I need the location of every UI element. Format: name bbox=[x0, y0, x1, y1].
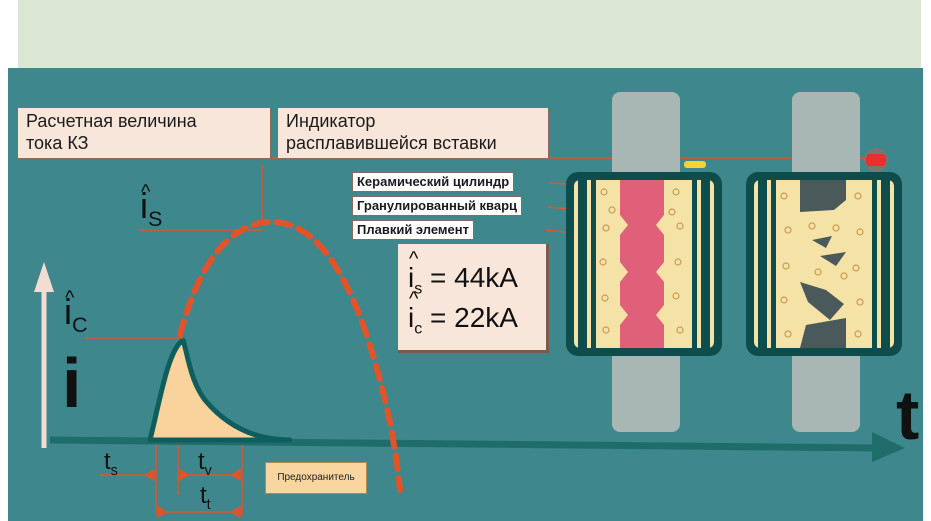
formula-is: is = 44kA bbox=[408, 248, 518, 299]
formula-box: is = 44kA ic = 22kA bbox=[398, 244, 549, 353]
ic-sub: c bbox=[414, 320, 423, 338]
ic-value: = 22kA bbox=[422, 302, 518, 333]
fuse-tag: Предохранитель bbox=[265, 462, 367, 494]
calc-current-line2: тока КЗ bbox=[26, 133, 89, 153]
ts-label: ts bbox=[104, 448, 118, 479]
is-peak-sub: S bbox=[148, 206, 163, 232]
quartz-label: Гранулированный кварц bbox=[352, 196, 523, 216]
tv-label: tv bbox=[198, 448, 212, 479]
fuse-element-intact bbox=[620, 180, 664, 348]
indicator-line2: расплавившейся вставки bbox=[286, 133, 497, 153]
fuse-intact bbox=[566, 92, 722, 432]
tv-symbol: t bbox=[198, 448, 205, 475]
ts-sub: s bbox=[110, 462, 118, 479]
y-axis-label: i bbox=[62, 344, 82, 422]
is-peak-symbol: i bbox=[140, 174, 150, 224]
tt-sub: t bbox=[206, 496, 211, 513]
ceramic-label: Керамический цилиндр bbox=[352, 172, 515, 192]
y-axis-arrow bbox=[34, 262, 54, 448]
indicator-line1: Индикатор bbox=[286, 111, 376, 131]
time-markers bbox=[100, 445, 243, 519]
tt-label: tt bbox=[200, 482, 211, 513]
limited-current-area bbox=[147, 337, 293, 443]
ic-peak-symbol: i bbox=[64, 280, 74, 330]
ic-peak-label: iC bbox=[64, 280, 88, 343]
indicator-off bbox=[684, 161, 706, 168]
fuse-element-label: Плавкий элемент bbox=[352, 220, 474, 240]
indicator-label: Индикатор расплавившейся вставки bbox=[278, 108, 550, 160]
calc-current-line1: Расчетная величина bbox=[26, 111, 197, 131]
tt-symbol: t bbox=[200, 482, 207, 509]
ic-symbol: i bbox=[408, 288, 419, 334]
ts-symbol: t bbox=[104, 448, 111, 475]
fuse-blown bbox=[746, 92, 902, 432]
ic-peak-sub: C bbox=[72, 312, 88, 338]
is-symbol: i bbox=[408, 248, 419, 294]
x-axis-label: t bbox=[896, 376, 920, 454]
tv-sub: v bbox=[204, 462, 212, 479]
calc-current-label: Расчетная величина тока КЗ bbox=[18, 108, 272, 160]
prospective-current-curve bbox=[177, 218, 403, 493]
top-banner bbox=[18, 0, 921, 68]
indicator-on bbox=[866, 154, 886, 166]
is-value: = 44kA bbox=[422, 262, 518, 293]
is-peak-label: iS bbox=[140, 174, 163, 237]
formula-ic: ic = 22kA bbox=[408, 288, 518, 339]
